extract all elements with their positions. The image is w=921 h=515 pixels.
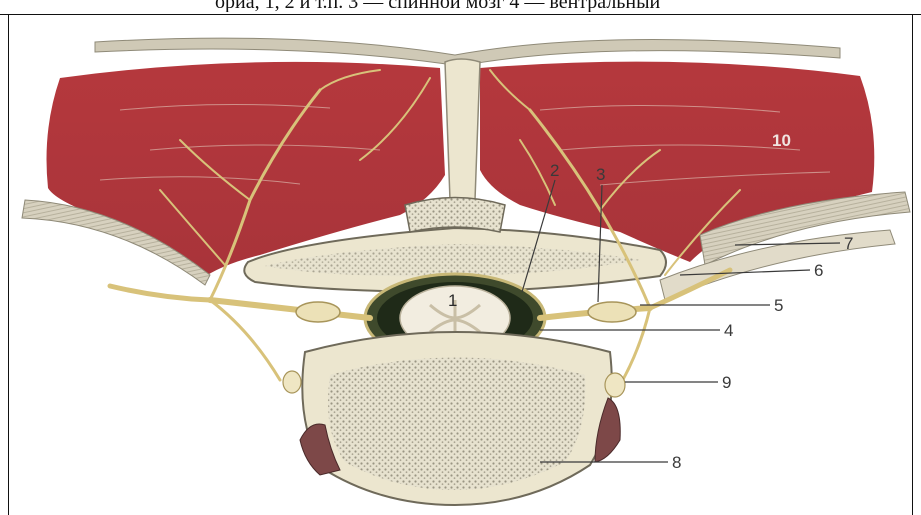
label-2: 2 — [550, 161, 559, 180]
lamina — [405, 198, 505, 233]
vertebral-body-spongy — [328, 358, 585, 491]
spinal-ganglion-right — [588, 302, 636, 322]
label-7: 7 — [844, 234, 853, 253]
label-3: 3 — [596, 165, 605, 184]
label-4: 4 — [724, 321, 733, 340]
sympathetic-ganglion-right — [605, 373, 625, 397]
label-10: 10 — [772, 131, 791, 150]
label-8: 8 — [672, 453, 681, 472]
spinal-ganglion-left — [296, 302, 340, 322]
label-9: 9 — [722, 373, 731, 392]
label-1: 1 — [448, 291, 457, 310]
label-5: 5 — [774, 296, 783, 315]
sympathetic-ganglion-left — [283, 371, 301, 393]
spinous-process — [445, 59, 480, 206]
label-6: 6 — [814, 261, 823, 280]
